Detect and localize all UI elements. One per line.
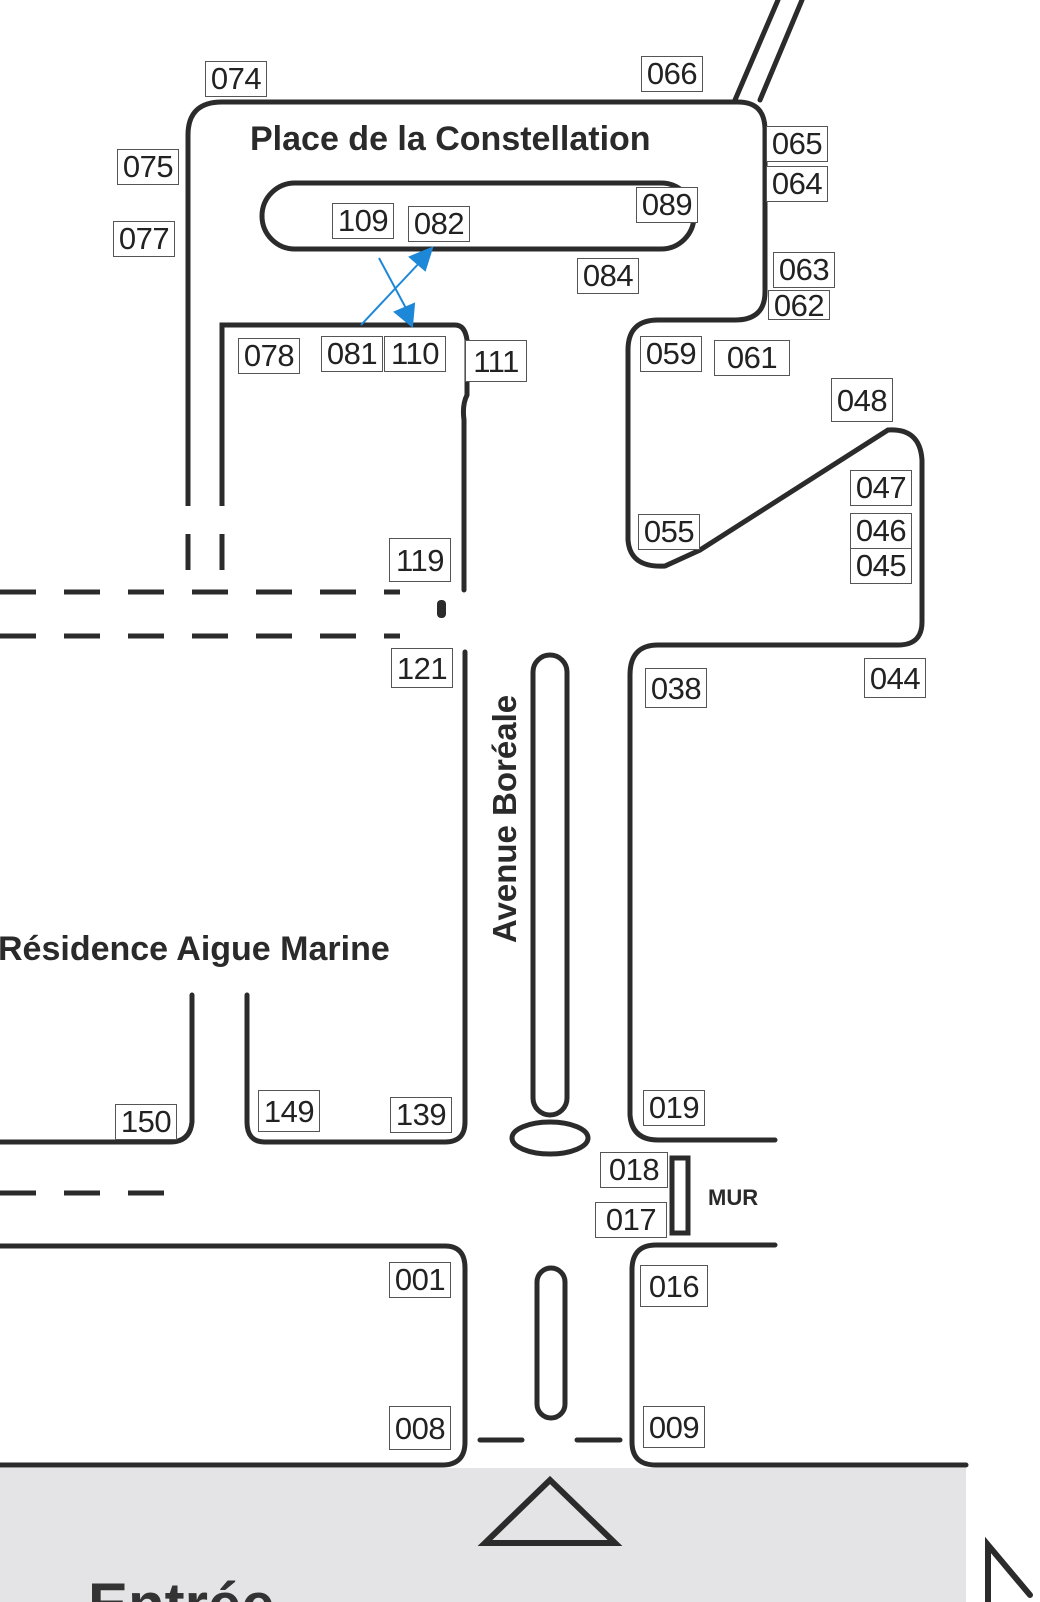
lot-label: 065	[766, 126, 828, 162]
lot-label: 075	[117, 149, 179, 185]
lot-label: 062	[768, 290, 830, 321]
bollard	[437, 600, 446, 618]
lot-label: 149	[258, 1090, 320, 1132]
lot-label: 063	[773, 252, 835, 288]
lot-label: 009	[643, 1406, 705, 1448]
entrance-label: Entrée	[88, 1570, 275, 1602]
arrow-line	[378, 257, 409, 313]
arrowhead-icon	[408, 246, 434, 272]
arrow-line	[360, 259, 423, 326]
residence-block	[0, 649, 468, 1145]
lot-label: 008	[389, 1406, 451, 1450]
residence-name: Résidence Aigue Marine	[0, 930, 390, 968]
lot-label: 055	[638, 514, 700, 550]
roundabout-island	[509, 1119, 591, 1157]
lot-label: 074	[205, 61, 267, 97]
arrowhead-icon	[393, 302, 416, 328]
entrance-median	[534, 1265, 568, 1421]
lot-label: 119	[389, 538, 451, 582]
lot-label: 066	[641, 56, 703, 92]
place-name: Place de la Constellation	[250, 120, 651, 158]
lot-label: 061	[714, 340, 790, 376]
lot-label: 019	[643, 1090, 705, 1126]
lot-label: 059	[640, 336, 702, 372]
lot-label: 150	[115, 1104, 177, 1140]
avenue-name: Avenue Boréale	[486, 694, 523, 944]
lot-label: 038	[645, 668, 707, 708]
lot-label: 047	[850, 470, 912, 506]
lot-label: 017	[595, 1202, 667, 1238]
lot-label: 084	[577, 258, 639, 294]
lot-label: 001	[389, 1262, 451, 1298]
place-outer-loop	[185, 99, 925, 1143]
lot-label: 089	[636, 187, 698, 223]
wall-label: MUR	[708, 1185, 759, 1210]
lot-label: 110	[384, 336, 446, 372]
lot-label: 018	[600, 1152, 668, 1188]
lot-label: 064	[766, 166, 828, 202]
triangle-marker	[477, 1475, 623, 1546]
lot-label: 077	[113, 221, 175, 257]
lot-label: 016	[640, 1265, 708, 1307]
lot-label: 082	[408, 206, 470, 242]
place-island	[259, 180, 697, 252]
lot-label: 044	[864, 658, 926, 698]
path-dashed	[0, 470, 400, 1196]
lot-label: 046	[850, 513, 912, 549]
entrance-area	[0, 1468, 966, 1602]
lot-label: 045	[850, 548, 912, 584]
lot-label: 081	[321, 336, 383, 372]
avenue-median	[530, 652, 570, 1118]
lot-label: 139	[390, 1097, 452, 1133]
access-road	[732, 0, 805, 103]
lot-label: 048	[831, 378, 893, 422]
lot-label: 111	[465, 340, 527, 382]
lot-label: 121	[391, 648, 453, 688]
south-block-left	[0, 1243, 468, 1468]
south-block-right	[629, 1242, 969, 1468]
north-arrow	[985, 1536, 1033, 1602]
lot-label: 109	[332, 203, 394, 239]
wall	[669, 1155, 691, 1236]
lot-label: 078	[238, 338, 300, 374]
